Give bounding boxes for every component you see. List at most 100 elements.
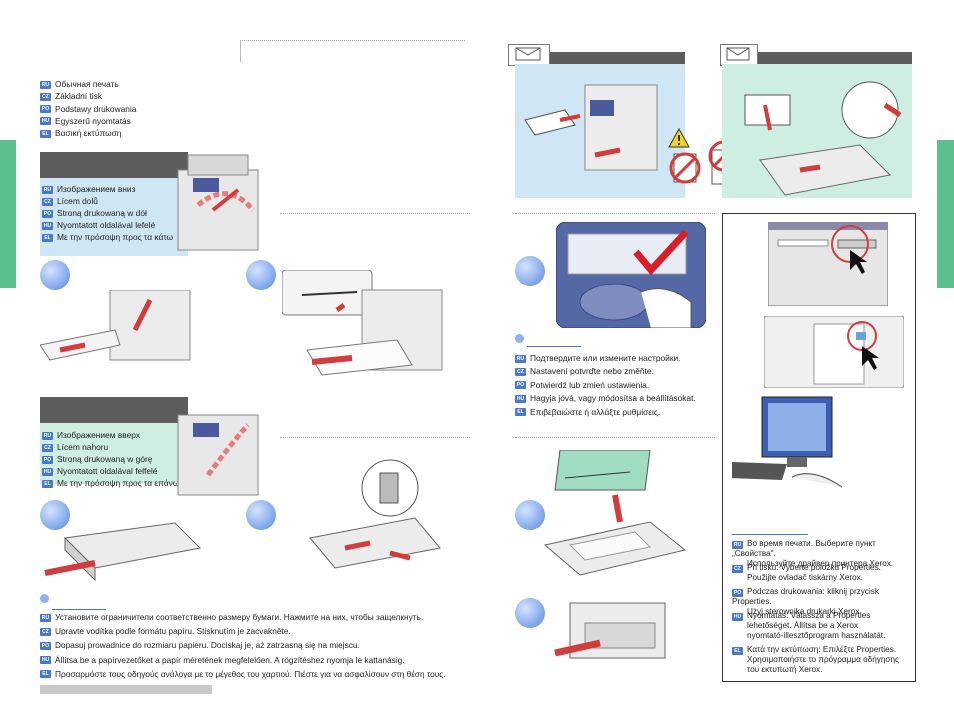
driver-text: Při tisku: Vyberte položku Properties. xyxy=(747,563,881,572)
lang-text: Stroną drukowaną w dół xyxy=(57,208,147,218)
confirm-note-marker xyxy=(515,334,524,343)
lang-line-el: EL Επιβεβαιώστε ή αλλάξτε ρυθμίσεις. xyxy=(515,407,660,418)
printer-illustration-top xyxy=(168,150,278,260)
language-flag: PO xyxy=(732,589,743,597)
header-rule-tick xyxy=(240,40,241,62)
section-divider-3 xyxy=(515,213,715,214)
driver-text: Nyomtatás: Válassza a Properties xyxy=(747,611,871,620)
properties-dialog-illustration xyxy=(768,222,888,306)
language-flag: CZ xyxy=(732,565,743,573)
language-flag: PO xyxy=(42,455,53,464)
lang-text: Подтвердите или измените настройки. xyxy=(530,353,681,363)
driver-heading-rule xyxy=(732,534,808,535)
face-up-panel xyxy=(40,423,188,484)
language-flag: EL xyxy=(732,647,743,655)
driver-text: Κατά την εκτύπωση: Επιλέξτε Properties. xyxy=(747,645,897,654)
lang-text: Изображением вверх xyxy=(57,430,141,440)
step-1-marker xyxy=(40,260,70,290)
lang-line-hu: HU Nyomtatott oldalával felfelé xyxy=(42,466,158,477)
driver-line-cz: CZ Při tisku: Vyberte položku Properties.… xyxy=(732,563,910,583)
cursor-icon xyxy=(850,250,867,274)
language-flag: HU xyxy=(42,467,53,476)
warning-icon xyxy=(668,128,690,148)
cursor-icon xyxy=(862,346,879,370)
language-flag: CZ xyxy=(515,367,526,376)
driver-text: Во время печати. Выберите пункт „Свойств… xyxy=(732,539,876,558)
language-flag: HU xyxy=(732,613,743,621)
language-flag: EL xyxy=(42,233,53,242)
driver-line-el: EL Κατά την εκτύπωση: Επιλέξτε Properties… xyxy=(732,645,910,675)
right-page-tab xyxy=(937,140,954,288)
section-divider xyxy=(280,213,470,214)
language-flag: HU xyxy=(40,656,51,665)
envelope-feed-illustration xyxy=(520,80,660,175)
lang-text: Nyomtatott oldalával felfelé xyxy=(57,466,158,476)
language-flag: RU xyxy=(40,80,51,89)
lang-text: Με την πρόσοψη προς τα επάνω xyxy=(57,478,180,488)
left-page-tab xyxy=(0,140,16,288)
lang-text: Обычная печать xyxy=(55,79,119,89)
computer-illustration xyxy=(732,392,852,512)
guides-adjust-illustration xyxy=(305,458,445,583)
section-divider-2 xyxy=(280,437,470,438)
language-flag: CZ xyxy=(40,92,51,101)
lang-text: Βασική εκτύπωση xyxy=(55,128,122,139)
computer-icon xyxy=(732,396,843,488)
lang-text: Με την πρόσοψη προς τα κάτω xyxy=(57,232,174,242)
lang-line-cz: CZ Základní tisk xyxy=(40,91,102,102)
step-confirm-marker xyxy=(515,256,545,286)
no-envelope-icon xyxy=(669,152,701,184)
lang-text: Dopasuj prowadnice do rozmiaru papieru. … xyxy=(55,640,360,651)
lang-text: Установите ограничители соответственно р… xyxy=(55,612,424,622)
lang-line-ru: RU Изображением вверх xyxy=(42,430,140,441)
lang-line-el: EL Με την πρόσοψη προς τα κάτω xyxy=(42,232,173,243)
driver-text: lehetőséget. Állítsa be a Xerox xyxy=(747,621,859,630)
tray-guide-illustration xyxy=(540,450,690,585)
step-1b-marker xyxy=(40,500,70,530)
lang-line-po: PO Stroną drukowaną w dół xyxy=(42,208,147,219)
lang-text: Základní tisk xyxy=(55,91,103,102)
language-flag: PO xyxy=(42,209,53,218)
language-flag: EL xyxy=(515,408,526,417)
lang-text: Hagyja jóvá, vagy módosítsa a beállításo… xyxy=(530,393,696,404)
lang-text: Изображением вниз xyxy=(57,184,136,194)
lang-text: Nastavení potvrďte nebo změňte. xyxy=(530,366,654,377)
face-up-bar xyxy=(40,397,188,423)
lang-text: Állítsa be a papírvezetőket a papír mére… xyxy=(55,654,405,665)
lang-line-el: EL Βασική εκτύπωση xyxy=(40,128,121,139)
confirm-heading-rule xyxy=(527,346,581,347)
lang-line-hu: HU Állítsa be a papírvezetőket a papír mé… xyxy=(40,655,405,666)
settings-dialog-illustration xyxy=(764,316,904,388)
lang-text: Προσαρμόστε τους οδηγούς ανάλογα με το μ… xyxy=(55,668,446,679)
lang-line-po: PO Stroną drukowaną w górę xyxy=(42,454,152,465)
language-flag: EL xyxy=(42,479,53,488)
note-marker xyxy=(40,594,49,603)
lang-text: Stroną drukowaną w górę xyxy=(57,454,153,464)
step-tray-1-marker xyxy=(515,500,545,530)
lang-text: Επιβεβαιώστε ή αλλάξτε ρυθμίσεις. xyxy=(530,406,661,417)
face-down-bar xyxy=(40,152,188,178)
language-flag: RU xyxy=(42,431,53,440)
language-flag: HU xyxy=(42,221,53,230)
envelope-icon xyxy=(515,47,541,61)
check-icon xyxy=(633,229,689,276)
tray-open-illustration xyxy=(40,290,205,370)
printer-illustration-bottom xyxy=(168,395,278,500)
step-2b-marker xyxy=(246,500,276,530)
language-flag: EL xyxy=(40,129,51,138)
driver-text: Użyj sterownika drukarki Xerox. xyxy=(747,607,862,616)
lang-line-el: EL Με την πρόσοψη προς τα επάνω xyxy=(42,478,179,489)
